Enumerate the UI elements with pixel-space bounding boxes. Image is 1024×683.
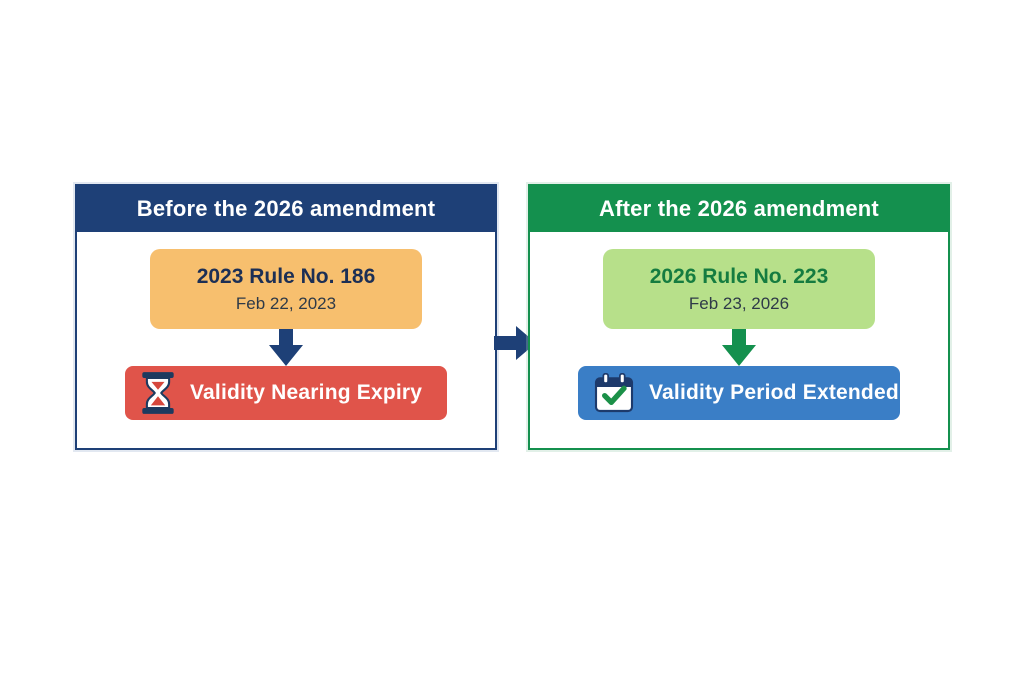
after-panel-title: After the 2026 amendment: [599, 196, 879, 221]
down-arrow-icon: [269, 329, 303, 366]
before-panel-title: Before the 2026 amendment: [136, 196, 436, 221]
before-panel-header: Before the 2026 amendment: [77, 186, 495, 232]
after-rule-box: 2026 Rule No. 223 Feb 23, 2026: [603, 249, 875, 329]
after-amendment-panel: After the 2026 amendment 2026 Rule No. 2…: [528, 184, 950, 450]
hourglass-icon: [141, 372, 175, 414]
before-status-box: Validity Nearing Expiry: [125, 366, 447, 420]
before-rule-title: 2023 Rule No. 186: [196, 264, 376, 288]
before-rule-date: Feb 22, 2023: [235, 293, 337, 313]
after-rule-title: 2026 Rule No. 223: [649, 264, 829, 288]
right-arrow-icon: [494, 326, 536, 360]
down-arrow-icon: [722, 329, 756, 366]
after-rule-date: Feb 23, 2026: [688, 293, 790, 313]
before-amendment-panel: Before the 2026 amendment 2023 Rule No. …: [75, 184, 497, 450]
before-status-label: Validity Nearing Expiry: [190, 381, 423, 404]
after-status-box: Validity Period Extended: [578, 366, 900, 420]
after-panel-header: After the 2026 amendment: [530, 186, 948, 232]
before-rule-box: 2023 Rule No. 186 Feb 22, 2023: [150, 249, 422, 329]
calendar-check-icon: [594, 373, 634, 413]
after-status-label: Validity Period Extended: [649, 381, 899, 404]
